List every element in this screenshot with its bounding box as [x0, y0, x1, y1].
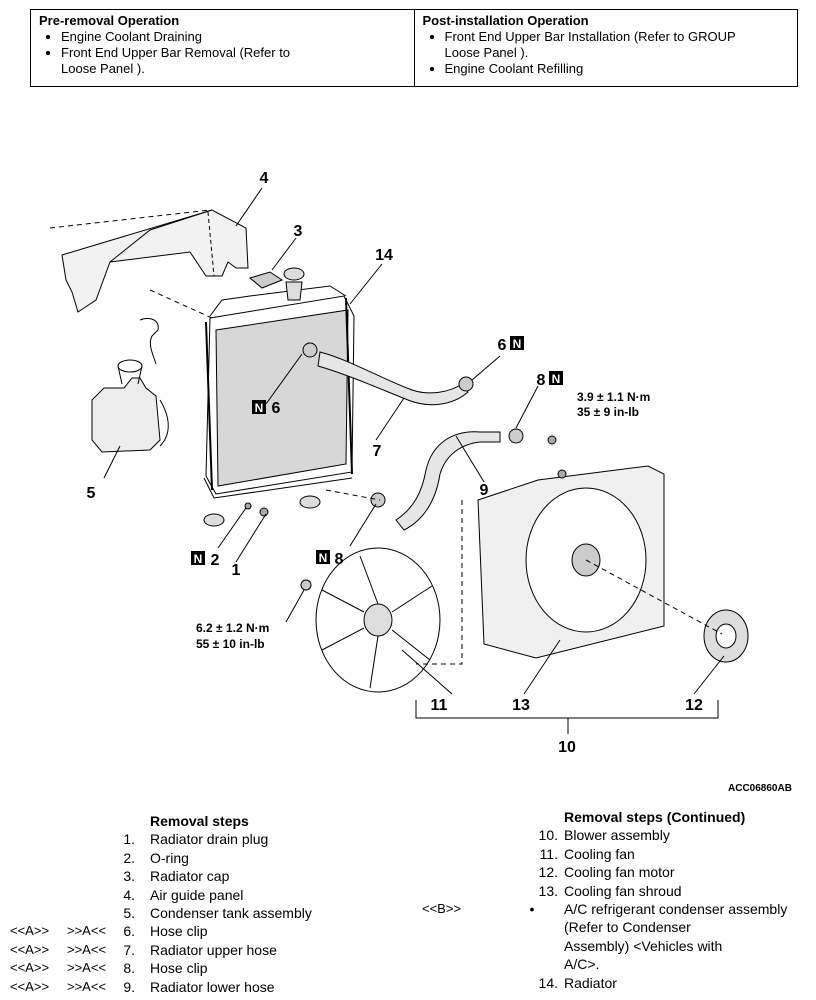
torque-spec: 3.9 ± 1.1 N·m — [577, 390, 650, 404]
radiator-cap — [248, 267, 305, 301]
o-ring — [203, 513, 225, 527]
removal-steps-title: Removal steps — [150, 813, 249, 829]
upper-hose — [317, 351, 469, 406]
callout-13: 13 — [512, 697, 530, 714]
list-item: <<B>>•A/C refrigerant condenser assembly — [422, 900, 788, 917]
cooling-fan — [315, 547, 441, 693]
callout-11: 11 — [431, 697, 448, 714]
callout-4: 4 — [260, 170, 269, 187]
n-mark-icon: N — [252, 400, 266, 415]
list-item: <<A>>>>A<<6.Hose clip — [10, 923, 208, 940]
callout-5: 5 — [87, 485, 96, 502]
pre-removal-heading: Pre-removal Operation — [39, 13, 180, 28]
post-installation-column: Post-installation Operation Front End Up… — [413, 10, 798, 86]
torque-spec: 6.2 ± 1.2 N·m — [196, 621, 269, 635]
callout-3: 3 — [294, 223, 303, 240]
n-mark-icon: N — [191, 551, 205, 566]
hose-clip — [302, 342, 318, 358]
n-mark-icon: N — [510, 336, 524, 351]
removal-steps: Removal steps 1.Radiator drain plug 2.O-… — [0, 812, 400, 996]
radiator — [203, 285, 355, 499]
post-installation-list: Front End Upper Bar Installation (Refer … — [423, 29, 790, 77]
air-guide-panel — [61, 209, 249, 313]
torque-spec: 55 ± 10 in-lb — [196, 637, 265, 651]
figure-code: ACC06860AB — [728, 783, 792, 794]
list-item: 10.Blower assembly — [538, 827, 670, 844]
callout-9: 9 — [480, 482, 489, 499]
callout-6: 6 — [272, 400, 281, 417]
list-item: 14.Radiator — [538, 974, 617, 991]
cooling-fan-shroud — [477, 465, 665, 659]
callout-14: 14 — [375, 247, 393, 264]
removal-steps-continued: Removal steps (Continued) 10.Blower asse… — [400, 808, 816, 992]
drain-plug — [259, 507, 269, 517]
hose-clip — [370, 492, 386, 508]
callout-2: 2 — [211, 552, 220, 569]
list-item: 1.Radiator drain plug — [123, 831, 269, 848]
hose-clip — [458, 376, 474, 392]
operations-table: Pre-removal Operation Engine Coolant Dra… — [30, 9, 798, 87]
svg-text:N: N — [552, 372, 561, 386]
o-ring — [244, 502, 252, 510]
callout-6: 6 — [498, 337, 507, 354]
list-item: 12.Cooling fan motor — [538, 864, 675, 881]
pre-removal-item: Engine Coolant Draining — [61, 29, 406, 45]
shroud-bolt — [547, 435, 557, 445]
pre-removal-item: Front End Upper Bar Removal (Refer toLoo… — [61, 45, 406, 77]
post-installation-heading: Post-installation Operation — [422, 13, 589, 28]
post-installation-item: Engine Coolant Refilling — [445, 61, 790, 77]
callout-10: 10 — [558, 739, 576, 756]
o-ring — [299, 495, 321, 509]
list-item: Assembly) <Vehicles with — [564, 937, 723, 954]
list-item: 13.Cooling fan shroud — [538, 882, 682, 899]
n-mark-icon: N — [316, 550, 330, 565]
removal-steps-continued-title: Removal steps (Continued) — [564, 809, 746, 825]
pre-removal-list: Engine Coolant Draining Front End Upper … — [39, 29, 406, 77]
callout-8: 8 — [335, 551, 344, 568]
list-item: 4.Air guide panel — [123, 886, 244, 903]
svg-text:N: N — [319, 551, 328, 565]
lower-hose — [395, 431, 501, 531]
svg-text:N: N — [513, 337, 522, 351]
callout-7: 7 — [373, 443, 382, 460]
list-item: <<A>>>>A<<8.Hose clip — [10, 960, 208, 977]
svg-text:N: N — [194, 552, 203, 566]
list-item: 5.Condenser tank assembly — [123, 904, 312, 921]
svg-text:N: N — [255, 401, 264, 415]
cooling-fan-motor — [703, 609, 749, 663]
condenser-tank — [91, 317, 169, 453]
torque-spec: 35 ± 9 in-lb — [577, 405, 639, 419]
hose-clip — [508, 428, 524, 444]
callout-8: 8 — [537, 372, 546, 389]
callout-1: 1 — [232, 562, 241, 579]
list-item: 3.Radiator cap — [123, 868, 230, 885]
list-item: 11.Cooling fan — [539, 845, 635, 862]
list-item: A/C>. — [564, 956, 600, 973]
exploded-diagram: 4 3 14 6 7 6 8 9 5 2 1 8 11 13 12 10 N N… — [49, 170, 749, 756]
list-item: <<A>>>>A<<9.Radiator lower hose — [10, 978, 275, 995]
n-mark-icon: N — [549, 371, 563, 386]
callout-12: 12 — [685, 697, 703, 714]
fan-bolt — [300, 579, 312, 591]
list-item: <<A>>>>A<<7.Radiator upper hose — [10, 941, 277, 958]
list-item: 2.O-ring — [123, 849, 189, 866]
shroud-bolt — [557, 469, 567, 479]
post-installation-item: Front End Upper Bar Installation (Refer … — [445, 29, 790, 61]
pre-removal-column: Pre-removal Operation Engine Coolant Dra… — [31, 10, 414, 86]
list-item: (Refer to Condenser — [564, 919, 691, 936]
